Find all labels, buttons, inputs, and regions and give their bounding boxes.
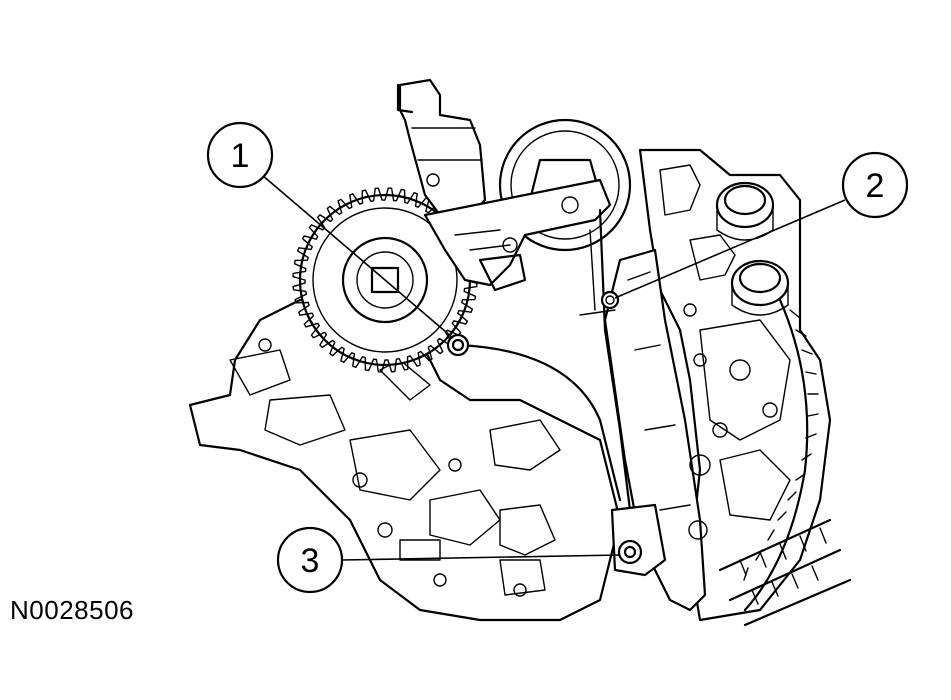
figure-id-label: N0028506 — [10, 595, 134, 625]
callout-2: 2 — [841, 151, 909, 219]
bolt-1 — [446, 333, 470, 357]
callout-1-number: 1 — [231, 137, 250, 175]
bolt-2 — [600, 290, 620, 310]
timing-chain-right — [718, 298, 852, 627]
camshaft-journals — [715, 181, 790, 316]
callout-3-number: 3 — [301, 542, 320, 580]
bolt-3 — [617, 539, 643, 565]
chain-tensioner — [396, 78, 612, 292]
leader-line-2 — [614, 199, 846, 299]
callout-1: 1 — [206, 121, 274, 189]
leader-line-1 — [261, 174, 454, 339]
leader-line-3 — [341, 554, 621, 561]
engine-block-left — [188, 298, 622, 622]
timing-chain-left — [456, 343, 622, 502]
chain-guide — [579, 208, 711, 612]
callout-3: 3 — [276, 526, 344, 594]
callout-2-number: 2 — [866, 167, 885, 205]
engine-block-right — [638, 148, 832, 622]
